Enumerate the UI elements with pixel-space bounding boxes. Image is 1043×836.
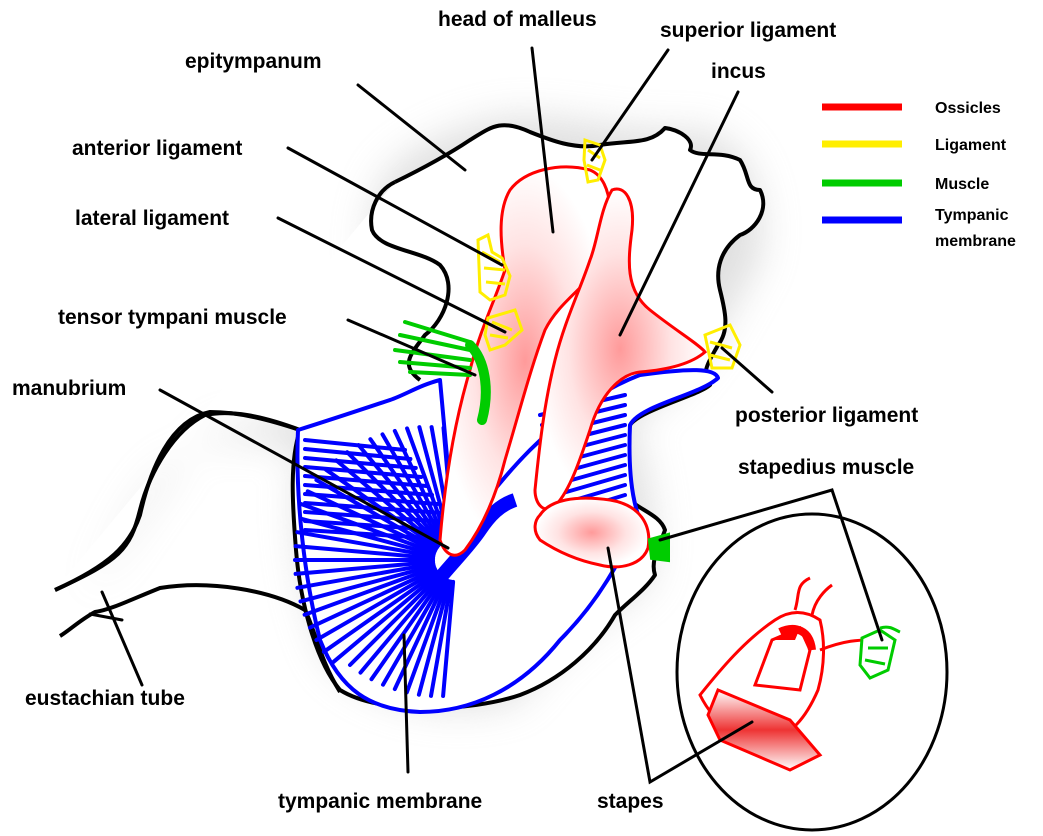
label-anterior-ligament: anterior ligament [72, 137, 242, 160]
leader-posterior-ligament [722, 348, 772, 392]
label-stapedius-muscle: stapedius muscle [738, 456, 914, 479]
label-posterior-ligament: posterior ligament [735, 404, 918, 427]
label-stapes: stapes [597, 790, 664, 813]
leader-eustachian-tube-b [90, 614, 122, 620]
label-epitympanum: epitympanum [185, 50, 322, 73]
legend-label-ligament: Ligament [935, 137, 1007, 154]
legend-label-ossicles: Ossicles [935, 100, 1001, 117]
label-superior-ligament: superior ligament [660, 19, 836, 42]
label-tensor-tympani-muscle: tensor tympani muscle [58, 306, 287, 329]
eustachian-tube-lower-wall [60, 585, 340, 692]
label-lateral-ligament: lateral ligament [75, 207, 229, 230]
legend-label-muscle: Muscle [935, 176, 989, 193]
legend: Ossicles Ligament Muscle Tympanic membra… [822, 100, 1016, 250]
label-tympanic-membrane: tympanic membrane [278, 790, 482, 813]
label-incus: incus [711, 60, 766, 83]
legend-label-tympanic: Tympanic [935, 207, 1009, 224]
label-head-of-malleus: head of malleus [438, 8, 597, 31]
label-eustachian-tube: eustachian tube [25, 687, 185, 710]
legend-label-membrane: membrane [935, 233, 1016, 250]
leader-eustachian-tube [102, 592, 142, 685]
label-manubrium: manubrium [12, 377, 126, 400]
